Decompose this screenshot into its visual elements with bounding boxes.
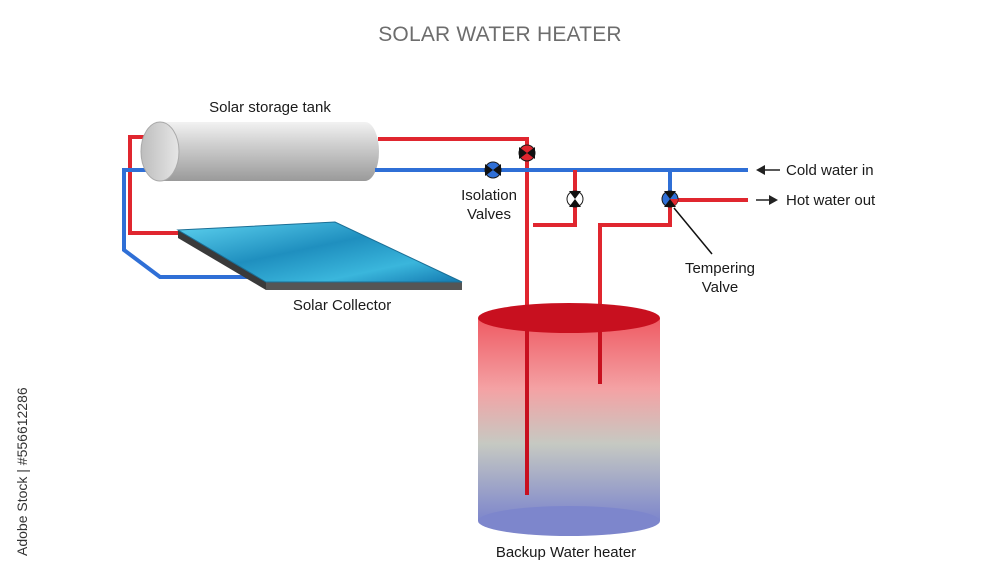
tempering-valve <box>661 190 679 208</box>
tempering-valve-label-line2: Valve <box>702 279 738 296</box>
isolation-valve-hot <box>518 144 536 162</box>
isolation-valves-label-line2: Valves <box>467 206 511 223</box>
stock-watermark-text: Adobe Stock | #556612286 <box>14 387 30 556</box>
hot-water-out-arrow <box>756 195 778 205</box>
diagram-title: SOLAR WATER HEATER <box>378 23 622 46</box>
backup-heater-label: Backup Water heater <box>496 544 636 561</box>
tempering-valve-label-line1: Tempering <box>685 260 755 277</box>
storage-tank-label: Solar storage tank <box>209 99 331 116</box>
solar-collector-label: Solar Collector <box>293 297 391 314</box>
cold-water-in-label: Cold water in <box>786 162 874 179</box>
hot-water-out-label: Hot water out <box>786 192 876 209</box>
isolation-valve-cold <box>484 161 502 179</box>
solar-storage-tank <box>140 121 379 182</box>
collector-cold-pipe <box>122 168 268 279</box>
isolation-valves-label-line1: Isolation <box>461 187 517 204</box>
bypass-pipe <box>533 170 577 227</box>
bypass-valve <box>566 190 584 208</box>
cold-water-in-arrow <box>756 165 780 175</box>
backup-water-heater <box>478 303 660 536</box>
tempering-valve-leader <box>673 207 713 255</box>
solar-collector-panel <box>176 221 463 290</box>
